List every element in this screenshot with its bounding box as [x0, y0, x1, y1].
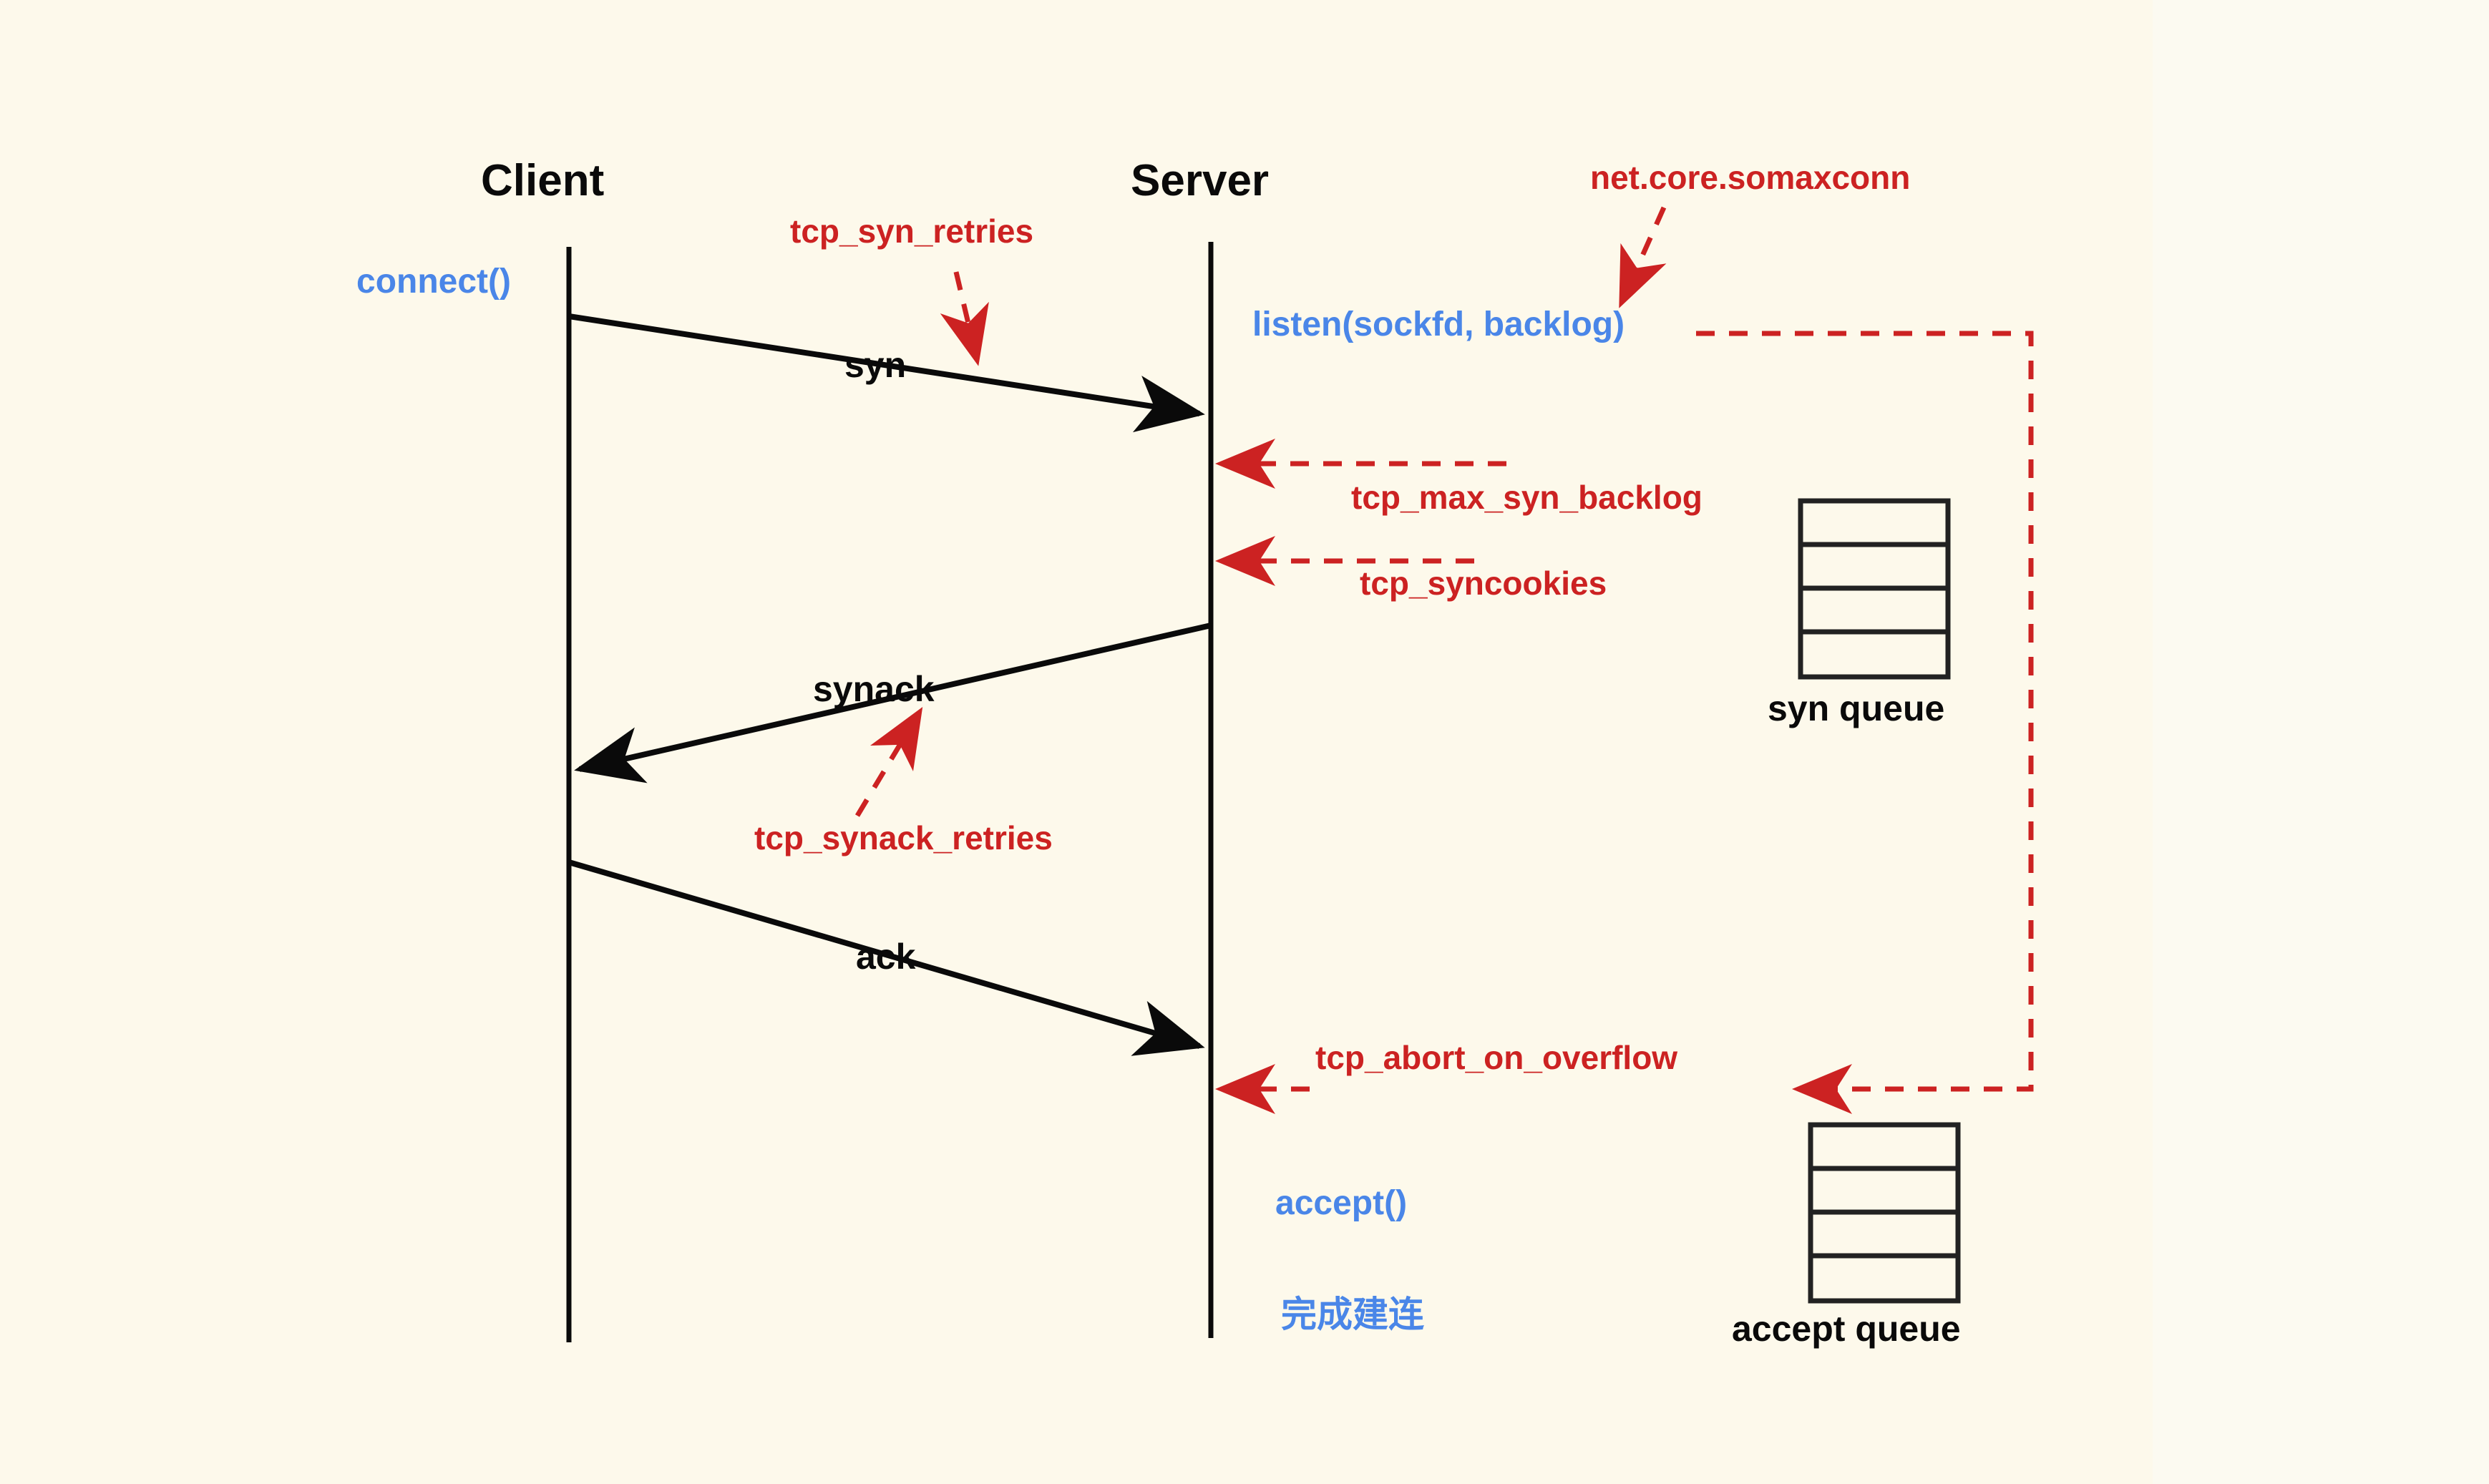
tcp-syncookies-label: tcp_syncookies: [1360, 565, 1607, 602]
tcp-max-syn-backlog-label: tcp_max_syn_backlog: [1351, 479, 1703, 516]
right-background-panel: [2153, 0, 2489, 1484]
established-chinese-label: 完成建连: [1281, 1294, 1424, 1335]
syn-arrow: [568, 313, 1205, 433]
tcp-synack-retries-label: tcp_synack_retries: [754, 819, 1053, 856]
ack-arrow: [568, 859, 1205, 1056]
syn-queue-box: [1798, 498, 1951, 680]
tcp-syn-retries-label: tcp_syn_retries: [790, 213, 1034, 250]
server-title: Server: [1131, 156, 1270, 205]
ack-message-label: ack: [856, 937, 916, 977]
synack-message-label: synack: [813, 669, 935, 709]
client-title: Client: [481, 156, 605, 205]
syn-queue-label: syn queue: [1768, 688, 1945, 728]
listen-syscall-label: listen(sockfd, backlog): [1252, 306, 1625, 343]
accept-syscall-label: accept(): [1275, 1184, 1408, 1222]
accept-queue-box: [1808, 1122, 1961, 1304]
accept-queue-label: accept queue: [1732, 1309, 1961, 1349]
tcp-synack-retries-arrow: [854, 706, 923, 817]
connect-syscall-label: connect(): [356, 263, 511, 301]
syn-message-label: syn: [844, 345, 907, 385]
tcp-abort-on-overflow-label: tcp_abort_on_overflow: [1315, 1039, 1678, 1076]
tcp-syn-retries-arrow: [940, 271, 989, 366]
synack-arrow: [574, 623, 1212, 784]
net-core-somaxconn-arrow: [1619, 206, 1667, 308]
net-core-somaxconn-label: net.core.somaxconn: [1590, 159, 1911, 196]
backlog-routing-path: [1696, 331, 2034, 1114]
